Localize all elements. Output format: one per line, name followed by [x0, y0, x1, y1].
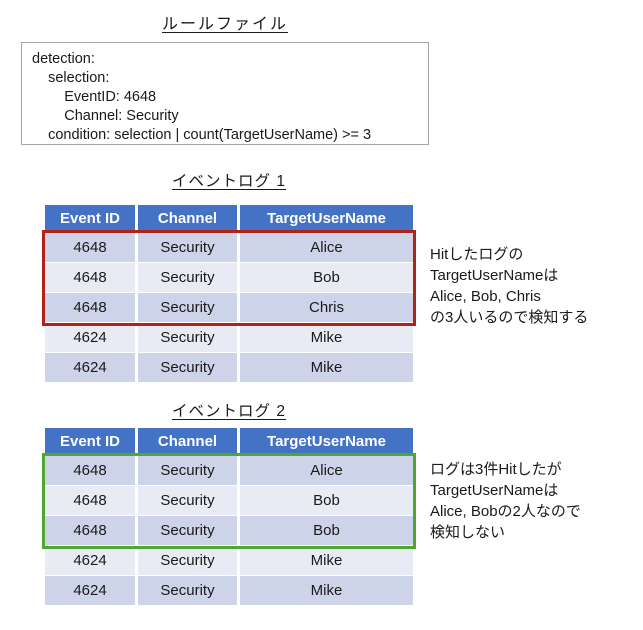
event-log-1-note: Hitしたログの TargetUserNameは Alice, Bob, Chr…	[430, 244, 640, 328]
table-cell: Mike	[240, 323, 413, 353]
table-cell: 4648	[45, 233, 138, 263]
table-cell: Security	[138, 233, 240, 263]
table-cell: 4624	[45, 576, 138, 606]
table-cell: Mike	[240, 546, 413, 576]
event-log-table-1: Event ID Channel TargetUserName 4648 Sec…	[45, 205, 413, 383]
table-row: 4624 Security Mike	[45, 323, 413, 353]
rule-file-title: ルールファイル	[161, 16, 288, 33]
table-row: 4648 Security Chris	[45, 293, 413, 323]
header-cell-event-id: Event ID	[45, 205, 138, 233]
table-cell: 4648	[45, 516, 138, 546]
table-cell: 4648	[45, 456, 138, 486]
note-line: TargetUserNameは	[430, 482, 559, 499]
table-cell: Security	[138, 576, 240, 606]
table-cell: Alice	[240, 456, 413, 486]
table-cell: Security	[138, 323, 240, 353]
table-row: 4648 Security Alice	[45, 233, 413, 263]
table-cell: Mike	[240, 353, 413, 383]
event-log-2-note: ログは3件Hitしたが TargetUserNameは Alice, Bobの2…	[430, 459, 640, 543]
event-log-2-heading: イベントログ 2	[172, 403, 286, 420]
table-cell: 4648	[45, 263, 138, 293]
rule-line-condition: condition: selection | count(TargetUserN…	[32, 127, 372, 143]
rule-line-detection: detection:	[32, 51, 95, 67]
rule-line-eventid: EventID: 4648	[32, 89, 157, 105]
rule-line-selection: selection:	[32, 70, 110, 86]
table-cell: 4624	[45, 546, 138, 576]
table-row: 4648 Security Bob	[45, 263, 413, 293]
header-cell-event-id: Event ID	[45, 428, 138, 456]
table-cell: Security	[138, 456, 240, 486]
table-cell: Alice	[240, 233, 413, 263]
table-header-row: Event ID Channel TargetUserName	[45, 428, 413, 456]
table-cell: Bob	[240, 516, 413, 546]
note-line: 検知しない	[430, 524, 506, 541]
header-cell-targetusername: TargetUserName	[240, 428, 413, 456]
header-cell-targetusername: TargetUserName	[240, 205, 413, 233]
table-cell: 4648	[45, 293, 138, 323]
table-row: 4624 Security Mike	[45, 353, 413, 383]
rule-line-channel: Channel: Security	[32, 108, 179, 124]
header-cell-channel: Channel	[138, 428, 240, 456]
table-cell: 4624	[45, 323, 138, 353]
table-header-row: Event ID Channel TargetUserName	[45, 205, 413, 233]
rule-file-box: detection: selection: EventID: 4648 Chan…	[21, 42, 429, 145]
table-row: 4648 Security Bob	[45, 516, 413, 546]
table-row: 4648 Security Alice	[45, 456, 413, 486]
table-cell: Security	[138, 516, 240, 546]
table-cell: Chris	[240, 293, 413, 323]
note-line: Hitしたログの	[430, 246, 524, 263]
event-log-table-2: Event ID Channel TargetUserName 4648 Sec…	[45, 428, 413, 606]
note-line: の3人いるので検知する	[430, 309, 589, 326]
event-log-1-heading: イベントログ 1	[172, 173, 286, 190]
table-cell: Mike	[240, 576, 413, 606]
table-cell: Security	[138, 486, 240, 516]
table-cell: 4648	[45, 486, 138, 516]
note-line: ログは3件Hitしたが	[430, 461, 562, 478]
table-row: 4624 Security Mike	[45, 546, 413, 576]
table-cell: Security	[138, 263, 240, 293]
note-line: TargetUserNameは	[430, 267, 559, 284]
table-row: 4648 Security Bob	[45, 486, 413, 516]
table-cell: Security	[138, 293, 240, 323]
table-cell: Security	[138, 546, 240, 576]
note-line: Alice, Bob, Chris	[430, 288, 541, 305]
table-row: 4624 Security Mike	[45, 576, 413, 606]
header-cell-channel: Channel	[138, 205, 240, 233]
note-line: Alice, Bobの2人なので	[430, 503, 581, 520]
table-cell: Security	[138, 353, 240, 383]
table-cell: 4624	[45, 353, 138, 383]
table-cell: Bob	[240, 486, 413, 516]
table-cell: Bob	[240, 263, 413, 293]
